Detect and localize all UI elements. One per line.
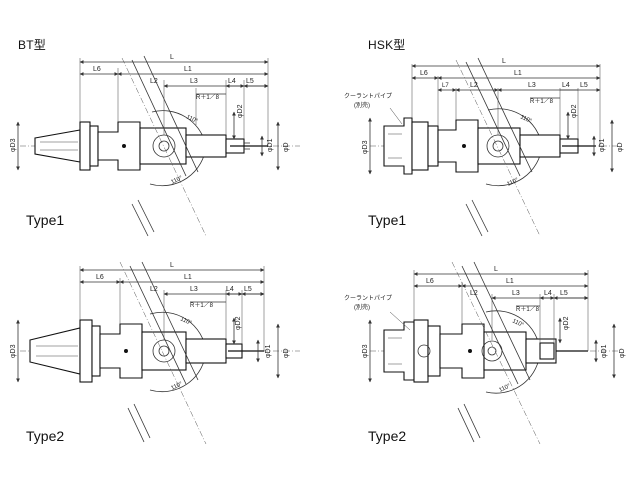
hsk2-angle-lower: 110° bbox=[498, 383, 512, 394]
bt2-angle-upper: 110° bbox=[179, 316, 193, 327]
bt2-dim-L2: L2 bbox=[150, 286, 158, 293]
hsk1-dim-D2: φD2 bbox=[571, 104, 578, 118]
bt1-dim-D1: φD1 bbox=[267, 138, 274, 152]
hsk1-coolant-note: クーラントパイプ bbox=[344, 93, 392, 100]
hsk2-dim-D1: φD1 bbox=[601, 344, 608, 358]
bt2-dim-D: φD bbox=[283, 348, 290, 358]
bt-type1-drawing: L L6 L1 L2 L3 L4 L5 R＋1／8 110° 110° φD3 … bbox=[10, 54, 300, 237]
hsk2-dim-L6: L6 bbox=[426, 278, 434, 285]
bt1-angle-upper: 110° bbox=[185, 114, 199, 125]
hsk1-dim-L: L bbox=[502, 58, 506, 65]
hsk2-dim-L5: L5 bbox=[560, 290, 568, 297]
hsk2-angle-upper: 110° bbox=[511, 318, 525, 329]
bt1-dim-D3: φD3 bbox=[10, 138, 17, 152]
bt1-dim-L5: L5 bbox=[246, 78, 254, 85]
hsk2-dim-D2: φD2 bbox=[563, 316, 570, 330]
bt1-angle-lower: 110° bbox=[170, 175, 184, 186]
bt2-dim-R: R＋1／8 bbox=[190, 302, 214, 309]
bt2-dim-D3: φD3 bbox=[10, 344, 17, 358]
hsk1-dim-L6: L6 bbox=[420, 70, 428, 77]
bt1-dim-R: R＋1／8 bbox=[196, 94, 220, 101]
bt1-dim-L1: L1 bbox=[184, 66, 192, 73]
bt1-dim-L3: L3 bbox=[190, 78, 198, 85]
hsk2-coolant-note: クーラントパイプ bbox=[344, 295, 392, 302]
bt1-dim-L: L bbox=[170, 54, 174, 61]
hsk2-dim-L4: L4 bbox=[544, 290, 552, 297]
hsk2-dim-L3: L3 bbox=[512, 290, 520, 297]
hsk1-dim-L1: L1 bbox=[514, 70, 522, 77]
hsk2-dim-L2: L2 bbox=[470, 290, 478, 297]
hsk2-dim-D3: φD3 bbox=[362, 344, 369, 358]
hsk1-dim-D1: φD1 bbox=[599, 138, 606, 152]
bt1-dim-L4: L4 bbox=[228, 78, 236, 85]
hsk1-angle-lower: 110° bbox=[506, 177, 520, 188]
hsk1-dim-D: φD bbox=[617, 142, 624, 152]
bt2-angle-lower: 110° bbox=[170, 381, 184, 392]
bt2-dim-L6: L6 bbox=[96, 274, 104, 281]
hsk1-angle-upper: 110° bbox=[519, 114, 533, 125]
hsk2-dim-L: L bbox=[494, 266, 498, 273]
bt2-dim-L3: L3 bbox=[190, 286, 198, 293]
bt2-dim-L: L bbox=[170, 262, 174, 269]
hsk-type2-drawing: L L6 L1 L2 L3 L4 L5 R＋1／8 110° 110° φD3 … bbox=[344, 261, 626, 445]
hsk1-dim-L4: L4 bbox=[562, 82, 570, 89]
bt1-dim-D: φD bbox=[283, 142, 290, 152]
bt2-dim-L1: L1 bbox=[184, 274, 192, 281]
bt-type-title: BT型 bbox=[18, 38, 46, 52]
hsk-type2-label: Type2 bbox=[368, 428, 407, 444]
hsk2-coolant-sep: (別売) bbox=[354, 303, 370, 311]
hsk2-dim-D: φD bbox=[619, 348, 626, 358]
bt-type2-label: Type2 bbox=[26, 428, 65, 444]
hsk2-dim-R: R＋1／8 bbox=[516, 306, 540, 313]
hsk2-dim-L1: L1 bbox=[506, 278, 514, 285]
hsk1-dim-L5: L5 bbox=[580, 82, 588, 89]
bt2-dim-D2: φD2 bbox=[235, 316, 242, 330]
hsk-type1-drawing: L L6 L1 L7 L2 L3 L4 L5 R＋1／8 110° 110° φ… bbox=[344, 57, 624, 237]
bt2-dim-L5: L5 bbox=[244, 286, 252, 293]
hsk1-coolant-sep: (別売) bbox=[354, 101, 370, 109]
bt1-dim-D2: φD2 bbox=[237, 104, 244, 118]
bt2-dim-L4: L4 bbox=[226, 286, 234, 293]
hsk-type-title: HSK型 bbox=[368, 38, 406, 52]
bt2-dim-D1: φD1 bbox=[265, 344, 272, 358]
hsk1-dim-L2: L2 bbox=[470, 82, 478, 89]
hsk-type1-label: Type1 bbox=[368, 212, 407, 228]
hsk1-dim-L7: L7 bbox=[442, 83, 449, 89]
bt-type1-label: Type1 bbox=[26, 212, 65, 228]
bt-type2-drawing: L L6 L1 L2 L3 L4 L5 R＋1／8 110° 110° φD3 … bbox=[10, 261, 300, 445]
bt1-dim-L2: L2 bbox=[150, 78, 158, 85]
hsk1-dim-L3: L3 bbox=[528, 82, 536, 89]
bt1-dim-L6: L6 bbox=[93, 66, 101, 73]
hsk1-dim-R: R＋1／8 bbox=[530, 98, 554, 105]
hsk1-dim-D3: φD3 bbox=[362, 140, 369, 154]
